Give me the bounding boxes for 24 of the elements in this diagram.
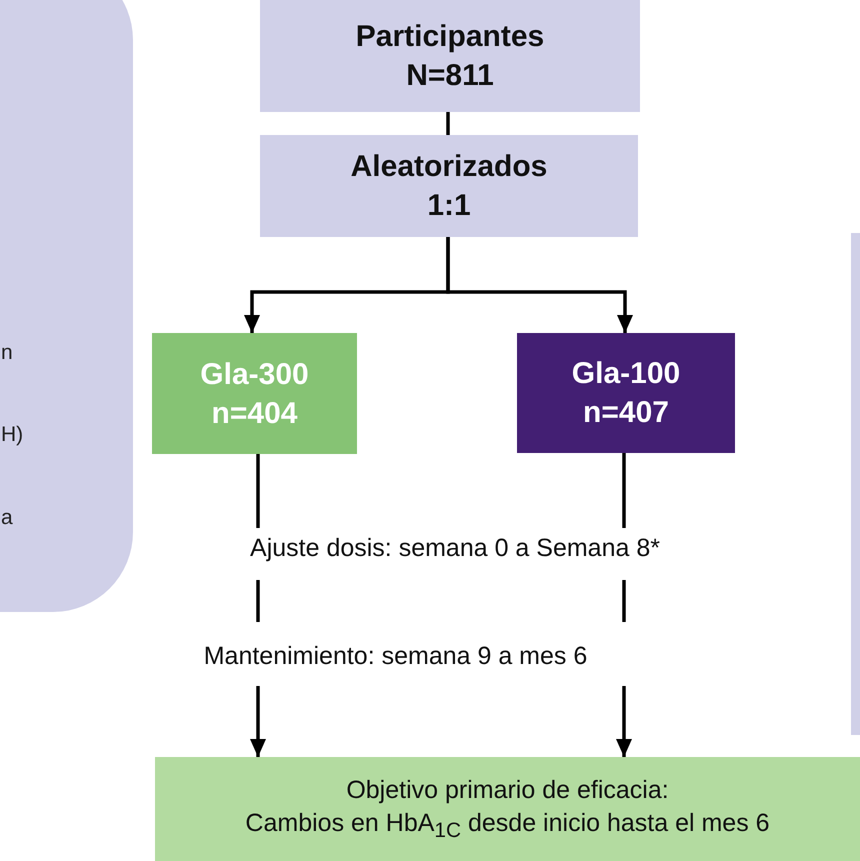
connector-line (256, 580, 260, 622)
arrow (446, 237, 633, 333)
process-box (517, 333, 735, 453)
phase-label: Ajuste dosis: semana 0 a Semana 8* (172, 528, 738, 568)
box-text: Gla-300 n=404 (199, 356, 310, 432)
panel-text: H) (1, 422, 24, 448)
connector-line (256, 454, 260, 528)
process-box (260, 135, 638, 237)
connector-line (446, 112, 450, 135)
box-text: Aleatorizados 1:1 (350, 149, 548, 224)
connector-line (622, 580, 626, 622)
arrow (616, 686, 632, 757)
box-text: Cambios en HbA$_{1C}$ desde inicio hasta el mes 6 (245, 808, 770, 844)
box-text: Participantes N=811 (354, 19, 546, 94)
panel-text: n (1, 340, 13, 366)
process-box (260, 0, 640, 112)
connector-line (622, 453, 626, 528)
box-text: Gla-100 n=407 (570, 356, 682, 431)
process-box (152, 333, 357, 454)
arrow (250, 686, 266, 757)
panel-text: a (1, 505, 13, 531)
box-text: Objetivo primario de eficacia: (346, 775, 669, 806)
phase-label: Mantenimiento: semana 9 a mes 6 (128, 636, 663, 676)
outcome-box (155, 757, 860, 861)
